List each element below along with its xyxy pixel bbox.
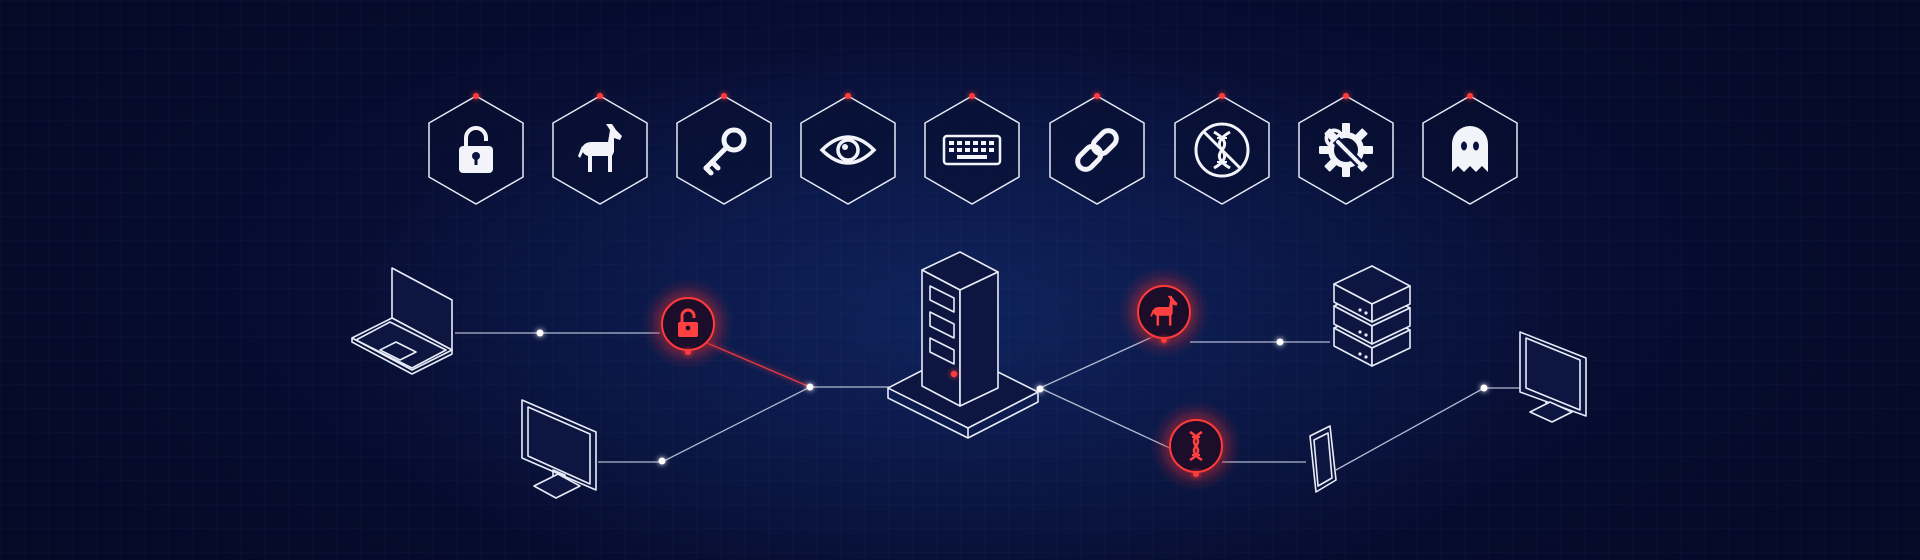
hex-tile-gear-wrench [1298, 93, 1394, 205]
ghost-icon [1452, 126, 1488, 172]
junction-dot [536, 329, 544, 337]
hex-tile-trojan-horse [552, 93, 648, 205]
hex-tile-eye [800, 93, 896, 205]
gear-wrench-icon [1319, 123, 1373, 177]
chain-link-icon [1075, 128, 1119, 172]
dna-icon [1189, 430, 1203, 462]
monitor-device-left [521, 399, 597, 499]
hex-tile-dna-blocked [1174, 93, 1270, 205]
server-stack-device [1333, 265, 1411, 367]
keyboard-icon [942, 134, 1002, 166]
hex-tile-keyboard [924, 93, 1020, 205]
trojan-horse-icon [578, 124, 622, 172]
hex-tile-ghost [1422, 93, 1518, 205]
dna-blocked-icon [1194, 122, 1250, 178]
padlock-icon [459, 126, 493, 173]
smartphone-device [1309, 425, 1337, 493]
threat-node-padlock [642, 278, 734, 370]
junction-dot [1480, 384, 1488, 392]
hex-tile-padlock [428, 93, 524, 205]
junction-dot [806, 383, 814, 391]
eye-icon [819, 135, 877, 165]
central-server-device [887, 251, 1039, 439]
threat-node-dna [1150, 400, 1242, 492]
hex-tile-chain-link [1049, 93, 1145, 205]
junction-dot [1276, 338, 1284, 346]
monitor-device-right [1519, 331, 1587, 423]
junction-dot [1036, 385, 1044, 393]
threat-node-trojan [1118, 266, 1210, 358]
laptop-device [351, 267, 453, 375]
threat-icon-row [428, 93, 1518, 205]
junction-dot [658, 457, 666, 465]
padlock-icon [678, 308, 698, 337]
key-icon [703, 127, 747, 176]
hex-tile-key [676, 93, 772, 205]
junction-dots [536, 329, 1488, 465]
